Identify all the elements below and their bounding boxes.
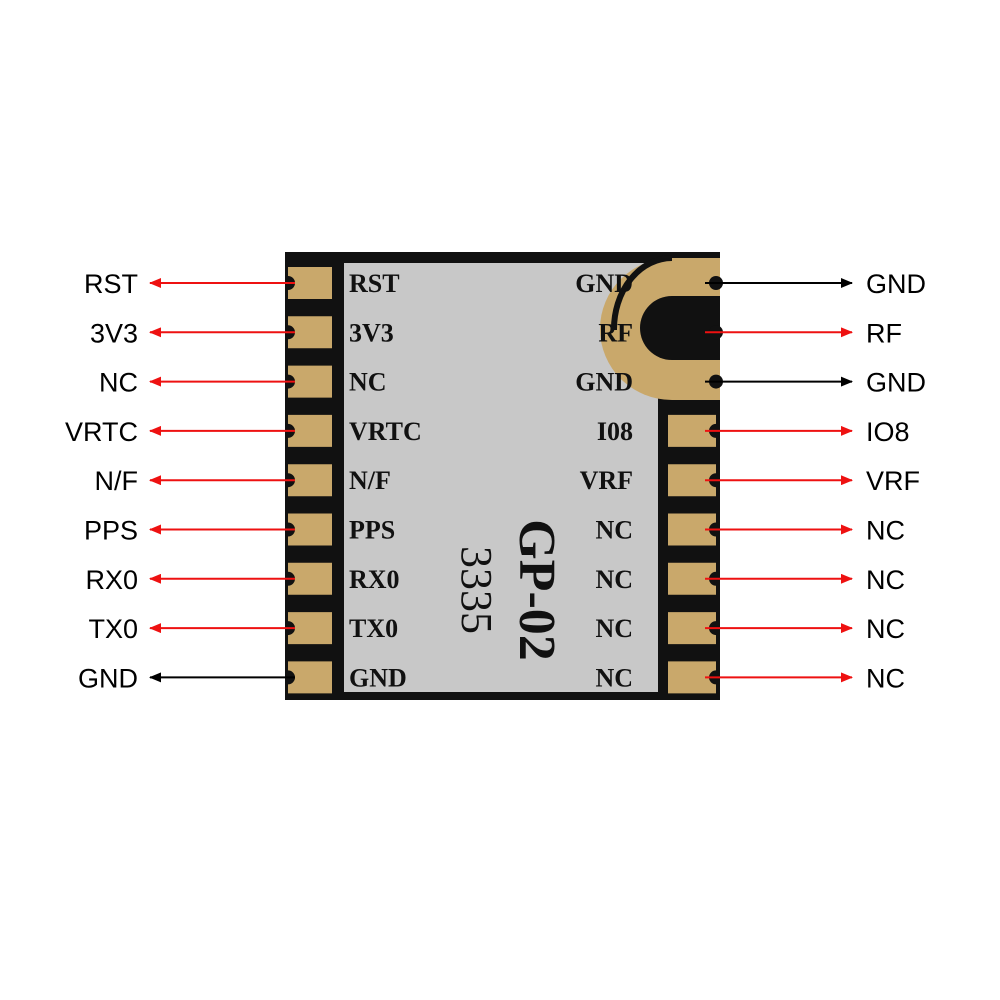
right-pin-label: VRF [580,466,633,495]
rf-antenna-edge [610,255,673,331]
left-pad [288,414,332,447]
left-pad [288,612,332,645]
left-pin-label: NC [349,368,387,397]
left-ext-label: RX0 [85,565,138,595]
right-arrows [705,278,853,683]
left-ext-label: GND [78,663,138,693]
left-ext-label: N/F [95,466,139,496]
left-pin-label: RST [349,269,400,298]
left-pad [288,365,332,398]
left-pads [288,267,332,694]
left-ext-label: TX0 [88,614,138,644]
right-ext-label: GND [866,368,926,398]
left-ext-label: RST [84,269,138,299]
left-pad [288,513,332,546]
left-pad [288,316,332,349]
rf-antenna-inner [640,296,720,360]
right-ext-label: NC [866,663,905,693]
right-pad [668,562,716,595]
left-pad [288,562,332,595]
right-ext-label: IO8 [866,417,910,447]
left-pin-label: 3V3 [349,318,394,347]
right-pads [668,276,723,694]
left-ext-label: NC [99,368,138,398]
left-pin-label: GND [349,663,407,692]
right-ext-label: NC [866,516,905,546]
left-arrows [149,278,295,683]
right-pin-label: RF [598,318,633,347]
right-pin-label: GND [575,269,633,298]
left-pin-label: N/F [349,466,391,495]
left-pad [288,661,332,694]
left-pad [288,464,332,497]
right-pin-label: NC [595,565,633,594]
left-ext-label: VRTC [65,417,138,447]
module-name: GP-02 [508,519,565,661]
right-pad [668,612,716,645]
left-pin-label: RX0 [349,565,400,594]
right-ext-label: NC [866,614,905,644]
right-pad [668,414,716,447]
right-pad [668,661,716,694]
right-pin-label: I08 [597,417,633,446]
right-pad [668,464,716,497]
left-pin-label: TX0 [349,614,398,643]
right-ext-label: NC [866,565,905,595]
left-ext-label: 3V3 [90,318,138,348]
module-code: 3335 [452,546,501,634]
right-pin-label: NC [595,516,633,545]
right-pin-label: NC [595,663,633,692]
module-marking: GP-02 3335 [452,519,565,661]
right-pad [668,513,716,546]
right-pin-label: NC [595,614,633,643]
right-ext-label: RF [866,318,902,348]
left-pin-label: PPS [349,516,395,545]
left-pad [288,267,332,299]
left-pin-label: VRTC [349,417,422,446]
right-ext-label: VRF [866,466,920,496]
right-pin-label: GND [575,368,633,397]
right-ext-label: GND [866,269,926,299]
left-ext-label: PPS [84,516,138,546]
